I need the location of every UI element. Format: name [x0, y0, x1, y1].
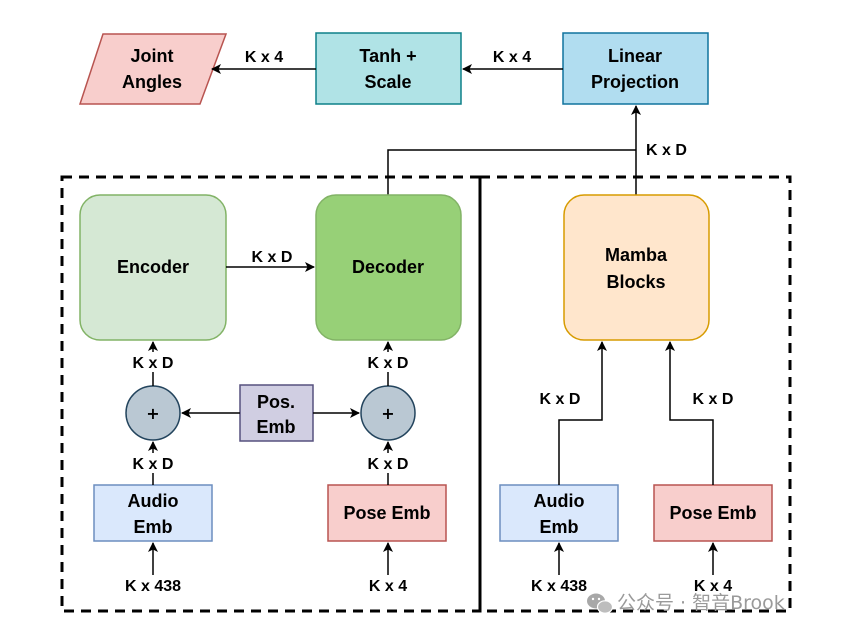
- edge-encoder-to-decoder-label: K x D: [252, 249, 293, 266]
- audio-emb-left-node: Audio Emb: [93, 484, 213, 542]
- pose-emb-right-node: Pose Emb: [653, 484, 773, 542]
- encoder-label: Encoder: [117, 257, 189, 277]
- edge-audio-left-to-plus-label: K x D: [133, 456, 174, 473]
- edge-tanh-to-joint-label: K x 4: [245, 49, 283, 66]
- edge-decoder-to-linear: [387, 149, 636, 195]
- joint-angles-label-1: Joint: [131, 46, 174, 66]
- pos-emb-label-2: Emb: [256, 417, 295, 437]
- pose-emb-right-label: Pose Emb: [669, 503, 756, 523]
- left-plus-node: +: [125, 385, 181, 441]
- edge-pose-right-to-mamba: [665, 341, 714, 485]
- linear-projection-node: Linear Projection: [562, 32, 709, 105]
- pose-emb-left-label: Pose Emb: [343, 503, 430, 523]
- edge-audio-right-to-mamba-label: K x D: [540, 391, 581, 408]
- decoder-node: Decoder: [315, 194, 462, 341]
- mamba-blocks-label-2: Blocks: [606, 272, 665, 292]
- left-plus-symbol: +: [146, 404, 159, 423]
- decoder-label: Decoder: [352, 257, 424, 277]
- input-audio-left-label: K x 438: [125, 578, 181, 595]
- linear-projection-label-2: Projection: [591, 72, 679, 92]
- linear-projection-label-1: Linear: [608, 46, 662, 66]
- input-pose-right-label: K x 4: [694, 578, 732, 595]
- edge-pose-left-to-plus-label: K x D: [368, 456, 409, 473]
- mamba-blocks-label-1: Mamba: [605, 245, 668, 265]
- joint-angles-node: Joint Angles: [78, 33, 228, 105]
- joint-angles-label-2: Angles: [122, 72, 182, 92]
- mamba-blocks-node: Mamba Blocks: [563, 194, 710, 341]
- tanh-scale-label-1: Tanh +: [359, 46, 416, 66]
- edge-audio-right-to-mamba: [558, 341, 607, 485]
- input-pose-left-label: K x 4: [369, 578, 407, 595]
- encoder-node: Encoder: [79, 194, 227, 341]
- audio-emb-right-label-1: Audio: [534, 491, 585, 511]
- pos-emb-label-1: Pos.: [257, 392, 295, 412]
- edge-plus-left-to-encoder-label: K x D: [133, 355, 174, 372]
- tanh-scale-node: Tanh + Scale: [315, 32, 462, 105]
- watermark-text: 公众号 · 智音Brook: [617, 592, 785, 614]
- edge-pose-right-to-mamba-label: K x D: [693, 391, 734, 408]
- watermark: 公众号 · 智音Brook: [587, 592, 785, 614]
- wechat-icon: [587, 593, 614, 614]
- left-group-border: [60, 175, 482, 613]
- right-plus-symbol: +: [381, 404, 394, 423]
- right-group-border: [478, 175, 792, 613]
- audio-emb-left-label-2: Emb: [133, 517, 172, 537]
- audio-emb-right-node: Audio Emb: [499, 484, 619, 542]
- pose-emb-left-node: Pose Emb: [327, 484, 447, 542]
- edge-to-linear-label: K x D: [646, 142, 687, 159]
- audio-emb-right-label-2: Emb: [539, 517, 578, 537]
- edge-plus-right-to-decoder-label: K x D: [368, 355, 409, 372]
- pos-emb-node: Pos. Emb: [239, 384, 314, 442]
- right-plus-node: +: [360, 385, 416, 441]
- input-audio-right-label: K x 438: [531, 578, 587, 595]
- audio-emb-left-label-1: Audio: [128, 491, 179, 511]
- tanh-scale-label-2: Scale: [364, 72, 411, 92]
- edge-linear-to-tanh-label: K x 4: [493, 49, 531, 66]
